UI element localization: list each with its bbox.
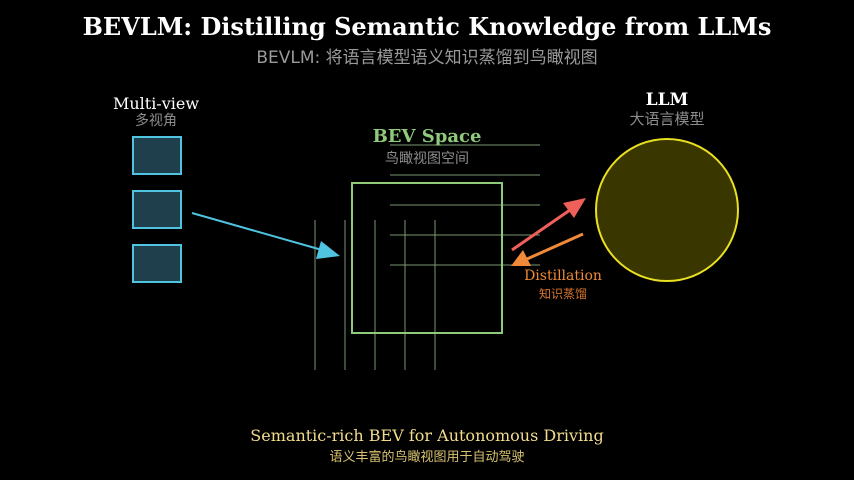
bev-grid [314, 144, 540, 370]
camera-view-1 [132, 136, 182, 175]
diagram-subtitle: BEVLM: 将语言模型语义知识蒸馏到鸟瞰视图 [256, 48, 598, 68]
arrow-camera-to-bev [191, 212, 340, 259]
camera-view-3 [132, 244, 182, 283]
llm-label-zh: 大语言模型 [629, 110, 705, 128]
arrow-bev-to-llm [511, 198, 586, 252]
bev-space-label: BEV Space [372, 126, 482, 147]
distillation-label-zh: 知识蒸馏 [538, 287, 587, 301]
arrow-llm-to-bev [511, 232, 584, 266]
diagram-title: BEVLM: Distilling Semantic Knowledge fro… [82, 12, 772, 41]
footer-caption-zh: 语义丰富的鸟瞰视图用于自动驾驶 [329, 450, 525, 465]
multiview-label: Multi-view [112, 94, 200, 113]
bev-box [351, 182, 503, 334]
arrowhead-bev-to-llm [563, 198, 586, 218]
arrowhead-llm-to-bev [511, 250, 531, 266]
bev-space-label-zh: 鸟瞰视图空间 [385, 151, 469, 167]
llm-circle [595, 138, 739, 282]
footer-caption: Semantic-rich BEV for Autonomous Driving [250, 426, 604, 445]
distillation-label: Distillation [524, 268, 602, 284]
camera-view-2 [132, 190, 182, 229]
arrowhead-camera-to-bev [316, 241, 340, 259]
llm-label: LLM [645, 90, 689, 110]
multiview-label-zh: 多视角 [135, 113, 177, 129]
